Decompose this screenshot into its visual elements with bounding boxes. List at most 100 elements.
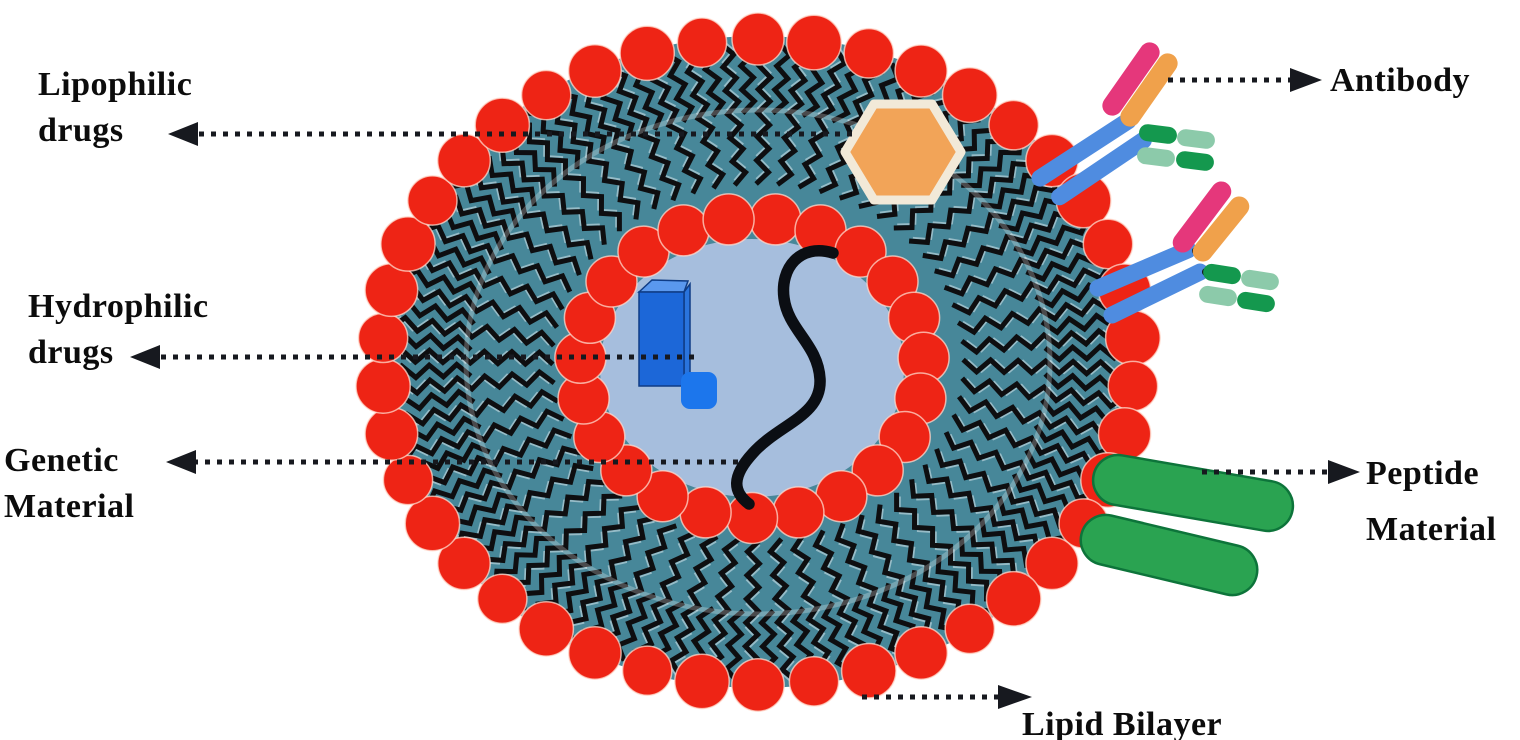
lipid-tail-icon (681, 46, 727, 190)
lipid-tail-highlight (505, 498, 619, 604)
lipid-tail-highlight (962, 294, 1126, 333)
lipid-tail-highlight (957, 415, 1115, 472)
lipid-head-icon (567, 43, 622, 99)
antibody-fab-green (1176, 151, 1214, 171)
antibody-fab-orange (1192, 196, 1250, 262)
antibody-fab-green (1241, 269, 1279, 291)
label-line: Peptide (1366, 455, 1480, 492)
lipid-tail-icon (820, 601, 854, 674)
lipid-tail-highlight (681, 43, 724, 184)
lipid-head-icon (657, 204, 710, 257)
lipid-tail-icon (943, 231, 1099, 297)
lipid-bilayer-membrane (355, 12, 1161, 712)
lipid-head-icon (380, 216, 436, 272)
antibody-stem (1031, 112, 1137, 187)
lipid-tail-icon (797, 47, 849, 190)
lipid-tail-icon (662, 50, 696, 123)
lipid-tail-highlight (433, 193, 577, 273)
lipid-tail-icon (434, 445, 582, 523)
lipid-tail-icon (776, 42, 812, 187)
lipid-tail-icon (961, 135, 1024, 189)
lipid-head-icon (1025, 536, 1079, 591)
lipid-tail-highlight (382, 348, 549, 366)
lipid-head-icon (437, 536, 491, 591)
lipid-tail-highlight (384, 371, 550, 397)
lipid-tail-icon (834, 522, 909, 657)
lipid-head-icon (785, 14, 843, 71)
lipid-tail-icon (425, 467, 503, 508)
lipid-head-icon (355, 358, 411, 414)
lipid-tail-icon (909, 479, 1033, 580)
lipid-tail-icon (961, 356, 1130, 378)
cube-drug (681, 372, 717, 409)
outer-lipid-head-ring (355, 12, 1161, 712)
lipid-head-icon (988, 99, 1040, 151)
lipid-tail-highlight (384, 315, 550, 346)
antibody-fab-green (1139, 124, 1177, 144)
lipid-tail-icon (766, 537, 797, 683)
lipid-tail-icon (875, 504, 975, 624)
lipid-tail-icon (437, 194, 582, 276)
lipid-tail-icon (632, 529, 698, 668)
label-line: Antibody (1330, 62, 1471, 99)
lipid-tail-highlight (606, 63, 678, 197)
lipid-head-icon (382, 454, 434, 506)
lipid-tail-highlight (838, 527, 910, 661)
lipid-tail-highlight (571, 79, 657, 205)
label-lipophilic-drugs: Lipophilic drugs (38, 62, 192, 154)
lipid-head-icon (731, 658, 785, 712)
lipid-head-icon (894, 44, 948, 98)
lipid-head-icon (702, 193, 755, 246)
hydrophilic-drug-icon (637, 279, 717, 409)
lipid-head-icon (941, 67, 998, 124)
peptide-icon (1079, 513, 1259, 597)
lipid-tail-icon (704, 537, 740, 682)
lipid-tail-highlight (769, 543, 797, 686)
peptide-icon (1091, 453, 1295, 533)
genetic-material-icon (731, 245, 839, 510)
lipid-head-icon (985, 570, 1042, 627)
antibody-fab-orange (1120, 53, 1178, 127)
lipid-tail-highlight (390, 391, 554, 430)
lipid-tail-icon (399, 267, 483, 300)
lipid-head-icon (772, 486, 825, 539)
lipid-head-icon (567, 626, 622, 680)
label-lipid-bilayer: Lipid Bilayer (1022, 702, 1222, 740)
lipid-tail-highlight (912, 144, 1039, 241)
lipid-tail-icon (386, 346, 555, 368)
lipid-tail-icon (855, 514, 943, 642)
antibody-fab-pink (1172, 181, 1232, 253)
lipid-tail-icon (557, 90, 607, 155)
antibody-icon (1089, 181, 1279, 324)
hydrophilic-arrowhead (130, 345, 160, 369)
lipid-tail-icon (565, 514, 658, 640)
lipid-tail-icon (667, 534, 719, 677)
lipid-head-icon (676, 17, 728, 68)
lipid-tail-icon (956, 395, 1121, 442)
lipid-head-icon (840, 642, 897, 699)
lipid-tail-icon (419, 222, 573, 293)
lipid-tail-highlight (452, 467, 590, 553)
lipid-tail-icon (405, 252, 565, 311)
antibody-fab-pink (1102, 42, 1160, 116)
label-line: Material (4, 488, 135, 525)
antibody-fab-green (1199, 285, 1237, 307)
lipid-tail-highlight (564, 520, 655, 644)
lipid-tail-highlight (928, 467, 1061, 557)
lipid-head-icon (364, 406, 419, 461)
peptide-group (1079, 453, 1295, 597)
label-genetic-material: Genetic Material (4, 438, 135, 530)
lipid-head-icon (1107, 360, 1159, 412)
lipid-tail-icon (479, 478, 608, 577)
lipid-tail-highlight (415, 222, 567, 291)
lipid-tail-highlight (966, 378, 1132, 409)
lipid-tail-icon (403, 408, 565, 462)
lipid-tail-highlight (400, 411, 560, 463)
lipid-head-icon (851, 444, 904, 497)
lipid-head-icon (476, 573, 528, 625)
lipid-tail-icon (1033, 424, 1117, 457)
label-line: Genetic (4, 442, 119, 479)
antibody-fab-green (1203, 263, 1241, 285)
